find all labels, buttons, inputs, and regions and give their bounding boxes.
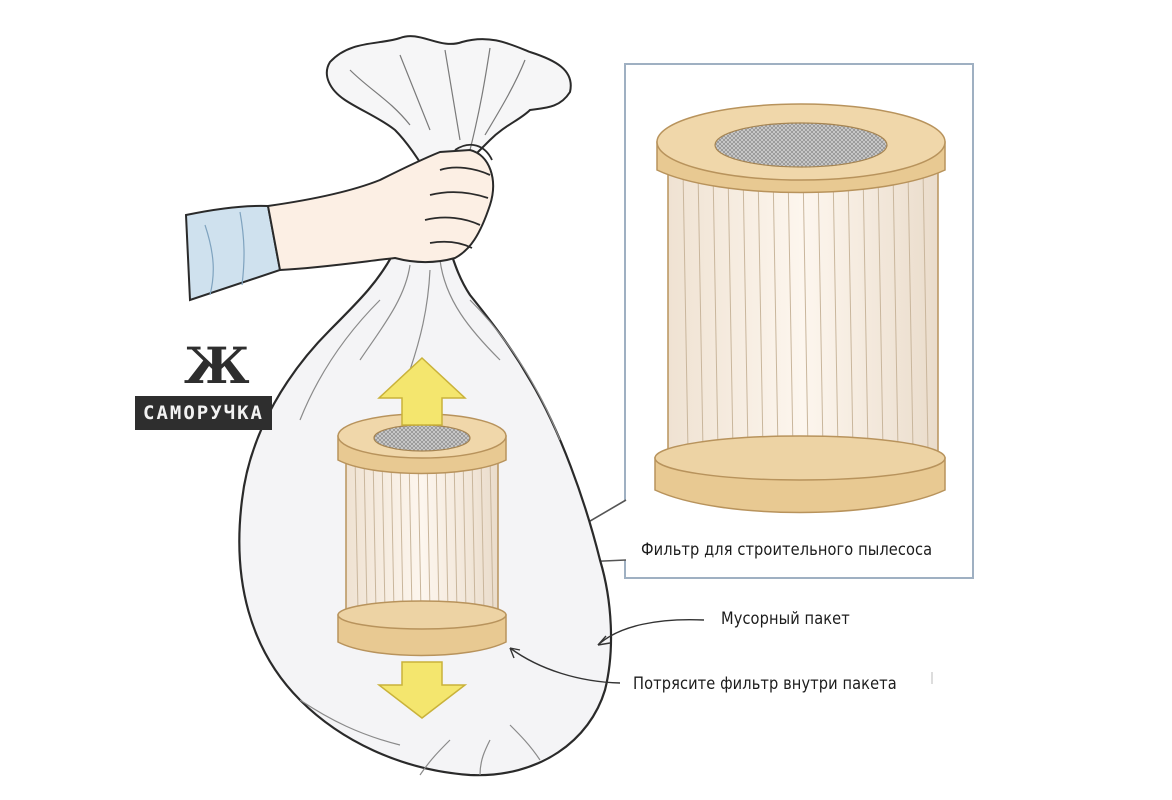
pleat-line	[832, 169, 839, 466]
pleat-line	[426, 454, 431, 621]
leader-lines	[509, 618, 933, 684]
pleat-line	[862, 169, 869, 466]
filter-cartridge-icon	[337, 413, 507, 657]
pleat-line	[381, 454, 386, 621]
pleat-line	[417, 454, 422, 621]
pleat-line	[435, 454, 440, 621]
pleat-line	[712, 169, 719, 466]
pleat-line	[817, 169, 824, 466]
pleat-line	[372, 454, 377, 621]
logo-mark: Ж	[184, 336, 250, 395]
pleat-line	[802, 169, 809, 466]
pleat-line	[682, 169, 689, 466]
pleat-line	[399, 454, 404, 621]
pleat-line	[757, 169, 764, 466]
logo-badge: САМОРУЧКА	[135, 396, 272, 430]
pleat-line	[444, 454, 449, 621]
logo-text: САМОРУЧКА	[143, 402, 264, 424]
pleat-line	[390, 454, 395, 621]
pleat-line	[462, 454, 467, 621]
pleat-line	[847, 169, 854, 466]
pleat-line	[922, 169, 929, 466]
pleat-line	[877, 169, 884, 466]
hand-icon	[184, 143, 495, 302]
pleat-line	[471, 454, 476, 621]
bag-label: Мусорный пакет	[721, 609, 850, 629]
pleat-line	[363, 454, 368, 621]
filter-label: Фильтр для строительного пылесоса	[641, 540, 933, 560]
pleat-line	[787, 169, 794, 466]
pleat-line	[892, 169, 899, 466]
pleat-line	[480, 454, 485, 621]
arrow-down-icon	[376, 661, 468, 719]
shake-instruction-label: Потрясите фильтр внутри пакета	[633, 674, 897, 694]
pleat-line	[489, 454, 494, 621]
pleat-line	[772, 169, 779, 466]
pleat-line	[727, 169, 734, 466]
pleat-line	[697, 169, 704, 466]
pleat-line	[453, 454, 458, 621]
pleat-line	[354, 454, 359, 621]
pleat-line	[742, 169, 749, 466]
pleat-line	[907, 169, 914, 466]
arrow-up-icon	[377, 356, 467, 426]
large-filter-cartridge	[654, 103, 946, 514]
pleat-line	[408, 454, 413, 621]
